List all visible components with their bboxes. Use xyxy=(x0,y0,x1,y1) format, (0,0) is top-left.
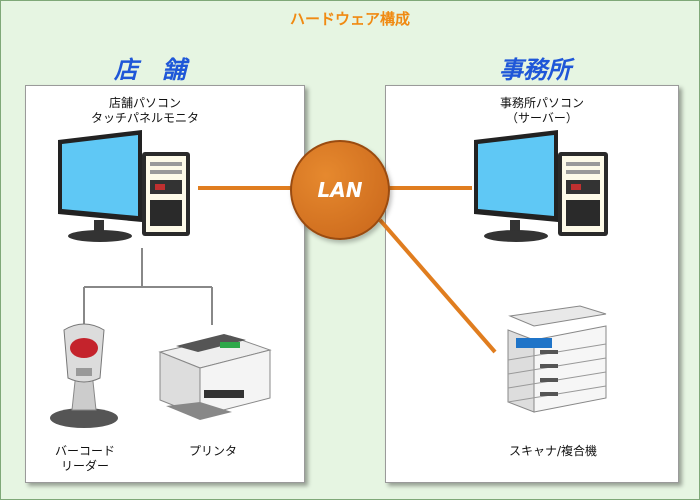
scanner-label: スキャナ/複合機 xyxy=(508,444,598,458)
store-device-tree xyxy=(83,248,213,325)
lan-hub: LAN xyxy=(290,140,390,240)
office-pc-label-line2: （サーバー） xyxy=(506,111,578,125)
office-pc-icon xyxy=(474,130,608,242)
store-pc-label: 店舗パソコン タッチパネルモニタ xyxy=(70,96,220,126)
store-pc-label-line1: 店舗パソコン xyxy=(108,96,181,110)
scanner-mfp-icon xyxy=(507,305,607,413)
lan-label: LAN xyxy=(317,178,363,202)
store-title: 店 舗 xyxy=(114,56,186,84)
store-pc-icon xyxy=(58,130,190,242)
barcode-reader-icon xyxy=(50,323,118,428)
store-pc-label-line2: タッチパネルモニタ xyxy=(90,111,199,125)
barcode-reader-label-line2: リーダー xyxy=(60,459,109,473)
barcode-reader-label: バーコード リーダー xyxy=(40,444,130,474)
printer-icon xyxy=(158,334,272,420)
office-pc-label: 事務所パソコン （サーバー） xyxy=(472,96,612,126)
office-pc-label-line1: 事務所パソコン xyxy=(499,96,584,110)
office-title: 事務所 xyxy=(499,56,571,84)
printer-label: プリンタ xyxy=(188,444,237,458)
diagram-title: ハードウェア構成 xyxy=(289,10,410,28)
barcode-reader-label-line1: バーコード xyxy=(54,444,115,458)
scanner-lan-connector xyxy=(378,218,497,354)
